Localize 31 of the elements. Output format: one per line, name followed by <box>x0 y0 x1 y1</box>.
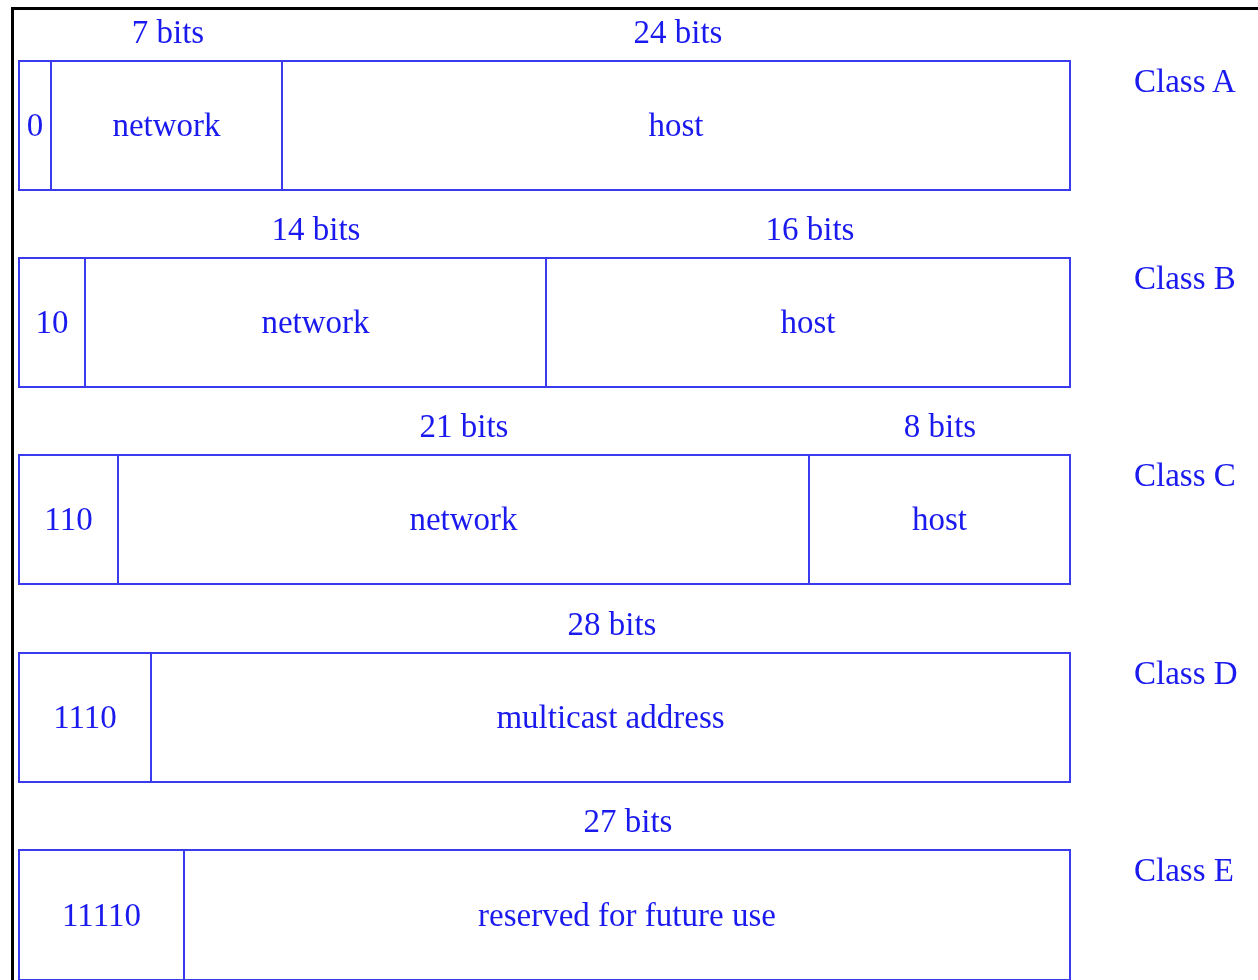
class-label: Class A <box>1134 62 1236 101</box>
field-cell <box>18 652 152 783</box>
field-value: 11110 <box>62 896 141 934</box>
field-value: reserved for future use <box>478 896 776 934</box>
field-value: host <box>648 107 704 144</box>
bit-width-label: 8 bits <box>903 407 977 446</box>
field-value: network <box>112 107 221 144</box>
field-cell <box>18 454 119 585</box>
bit-width-label: 16 bits <box>765 210 855 249</box>
field-value: 0 <box>26 107 44 144</box>
field-value: 1110 <box>53 699 117 736</box>
bit-width-label: 14 bits <box>271 210 361 249</box>
bit-width-label: 7 bits <box>131 13 205 52</box>
field-value: multicast address <box>496 699 725 736</box>
bit-width-label: 24 bits <box>633 13 723 52</box>
class-label: Class B <box>1134 259 1236 298</box>
field-value: host <box>780 304 836 341</box>
field-cell <box>18 849 185 980</box>
bit-width-label: 27 bits <box>583 802 673 841</box>
field-value: 110 <box>44 501 93 538</box>
field-value: host <box>912 501 967 538</box>
field-cell <box>18 257 86 388</box>
field-value: 10 <box>35 304 69 341</box>
class-label: Class D <box>1134 654 1238 693</box>
field-cell <box>18 60 52 191</box>
bit-width-label: 21 bits <box>419 407 509 446</box>
class-label: Class E <box>1134 851 1234 890</box>
field-value: network <box>261 304 370 341</box>
class-label: Class C <box>1134 456 1236 495</box>
field-value: network <box>409 501 518 538</box>
bit-width-label: 28 bits <box>567 605 657 644</box>
